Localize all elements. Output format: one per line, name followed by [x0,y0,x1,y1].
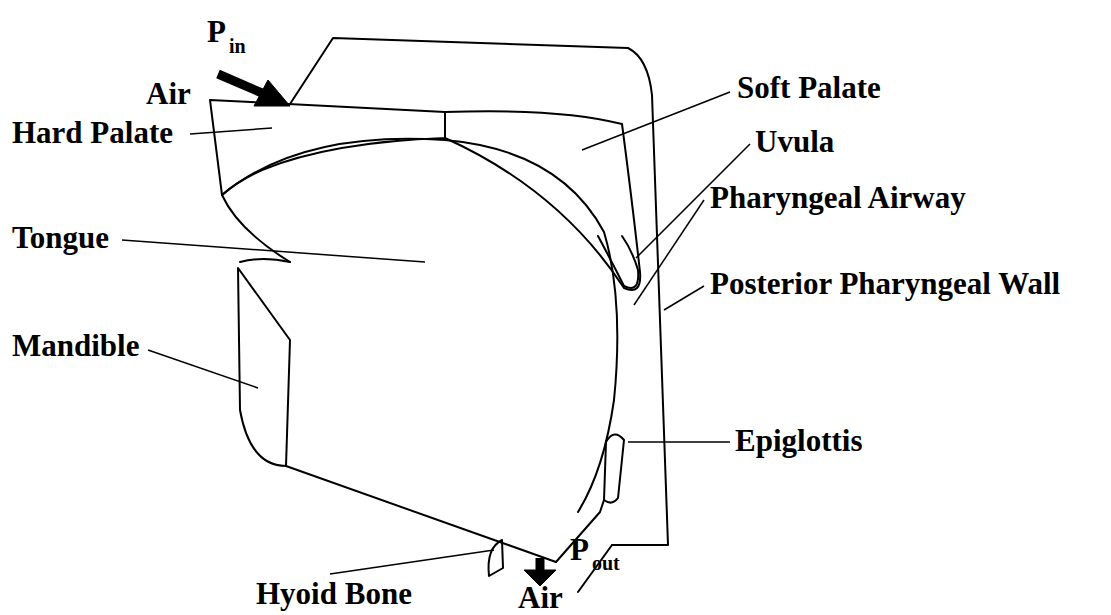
leader-line [190,128,272,134]
flow-label: Air [518,582,563,613]
flow-arrow [218,74,262,93]
leader-line [664,286,704,310]
hyoid-shape [489,540,503,576]
part-name: Hyoid Bone [256,578,412,609]
part-name: Hard Palate [12,117,173,148]
mandible-shape [238,268,290,466]
leader-line [330,550,494,574]
tongue-outline [222,139,617,512]
part-name: Uvula [755,126,834,157]
epiglottis-shape [604,434,624,502]
part-name: Pharyngeal Airway [710,182,966,213]
pressure-symbol: P [207,16,226,47]
flow-arrow [254,80,290,106]
uvula-shape [598,236,638,288]
part-name: Tongue [12,222,109,253]
airway-outline [290,38,668,545]
leader-line [628,441,730,443]
part-name: Mandible [12,330,139,361]
part-name: Soft Palate [737,72,881,103]
leader-line [634,200,704,305]
floor-of-mouth [286,466,556,562]
flow-label: Air [146,78,191,109]
pressure-symbol: P [570,534,589,565]
leader-line [148,350,258,388]
pressure-subscript: out [592,553,620,573]
part-name: Posterior Pharyngeal Wall [710,268,1060,299]
part-name: Epiglottis [735,425,862,456]
leader-line [122,240,425,262]
leader-line [582,92,730,150]
lip-line [240,259,290,262]
pressure-subscript: in [229,36,246,56]
hard-palate-shape [210,100,445,195]
